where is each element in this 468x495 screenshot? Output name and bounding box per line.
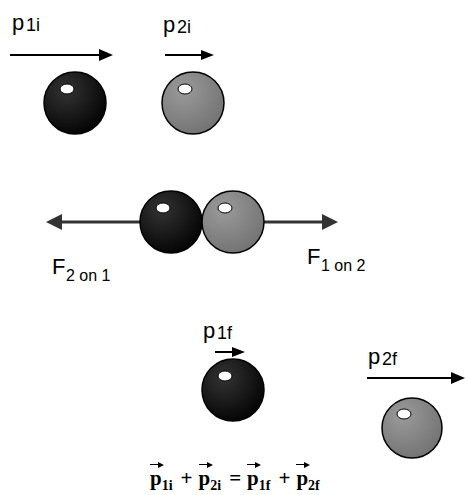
operator: + — [181, 462, 193, 489]
subscript: 1f — [259, 462, 271, 493]
subscript: 2i — [210, 462, 221, 493]
black-ball — [202, 359, 264, 421]
momentum-symbol: p — [368, 346, 380, 368]
subscript: 1i — [162, 462, 173, 493]
momentum-arrow — [215, 347, 245, 357]
black-ball — [44, 72, 106, 134]
vector-symbol: p — [199, 462, 211, 489]
subscript: 1i — [26, 16, 40, 34]
force-arrow — [262, 214, 338, 230]
subscript: 1f — [217, 324, 232, 342]
black-ball — [140, 191, 202, 253]
operator: + — [278, 462, 290, 489]
momentum-symbol: p — [12, 12, 24, 34]
momentum-arrow — [367, 372, 465, 384]
operator: = — [229, 462, 241, 489]
gray-ball — [162, 72, 224, 134]
gray-ball — [382, 398, 442, 458]
subscript: 2f — [382, 350, 397, 368]
subscript: 2i — [177, 18, 191, 36]
subscript: 1 on 2 — [321, 258, 365, 274]
momentum-arrow — [10, 49, 113, 61]
momentum-equation: p1i+p2i=p1f+p2f — [150, 462, 322, 493]
subscript: 2 on 1 — [66, 268, 110, 284]
force-arrow — [46, 214, 142, 230]
gray-ball — [202, 191, 264, 253]
vector-symbol: p — [296, 462, 308, 489]
force-symbol: F — [52, 256, 65, 278]
momentum-symbol: p — [203, 320, 215, 342]
subscript: 2f — [308, 462, 320, 493]
momentum-arrow — [165, 50, 214, 60]
vector-symbol: p — [247, 462, 259, 489]
momentum-symbol: p — [163, 14, 175, 36]
vector-symbol: p — [150, 462, 162, 489]
force-symbol: F — [307, 246, 320, 268]
